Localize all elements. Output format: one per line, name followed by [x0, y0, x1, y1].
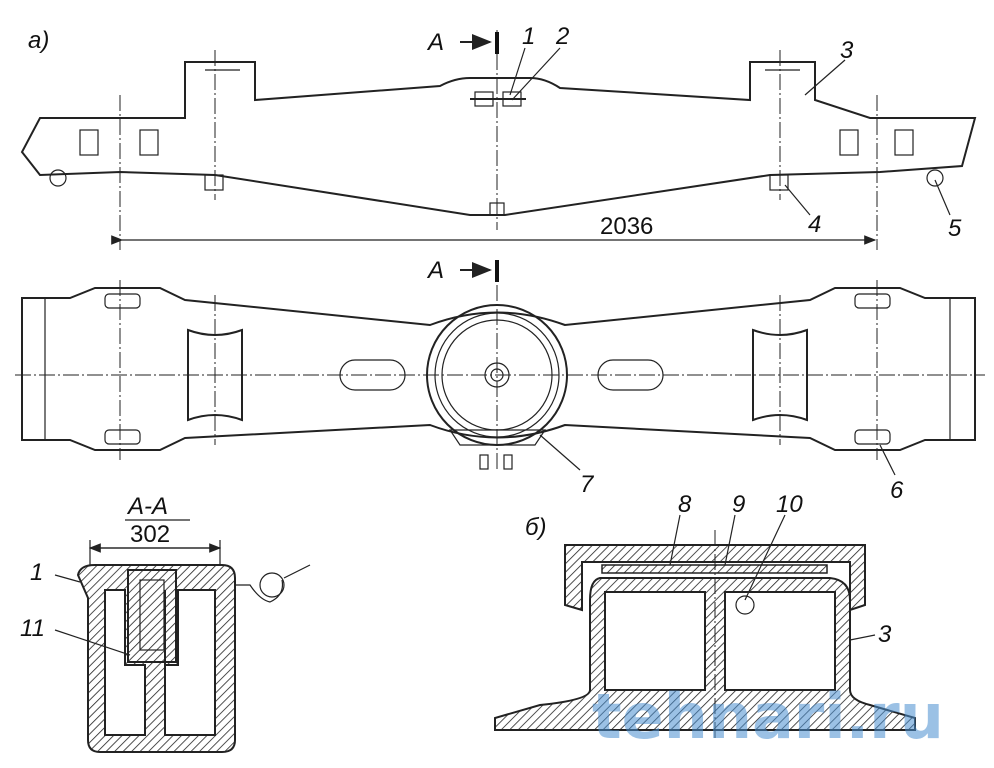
callout-1: 1 [522, 23, 535, 50]
callout-7: 7 [580, 471, 595, 498]
callout-11: 11 [20, 615, 45, 642]
plan-view [15, 280, 985, 476]
section-mark-bottom: A [426, 257, 444, 284]
callout-8: 8 [678, 491, 692, 518]
callout-6: 6 [890, 477, 904, 504]
callout-4: 4 [808, 211, 821, 238]
callout-5: 5 [948, 215, 962, 242]
callout-2: 2 [555, 23, 569, 50]
callout-10: 10 [776, 491, 803, 518]
callout-1-section: 1 [30, 559, 43, 586]
callout-9: 9 [732, 491, 745, 518]
figure-b-view [494, 514, 916, 740]
section-mark-top: A [426, 29, 444, 56]
figure-a-label: а) [28, 27, 49, 54]
section-aa-width: 302 [130, 521, 170, 548]
dimension-length: 2036 [600, 213, 653, 240]
section-aa-view [54, 519, 311, 753]
watermark: tehnari.ru [592, 680, 944, 753]
side-elevation-view: 2036 [20, 30, 977, 282]
callout-3: 3 [840, 37, 854, 64]
figure-b-label: б) [525, 514, 547, 541]
callout-3-b: 3 [878, 621, 892, 648]
section-aa-title: A-A [126, 493, 168, 520]
